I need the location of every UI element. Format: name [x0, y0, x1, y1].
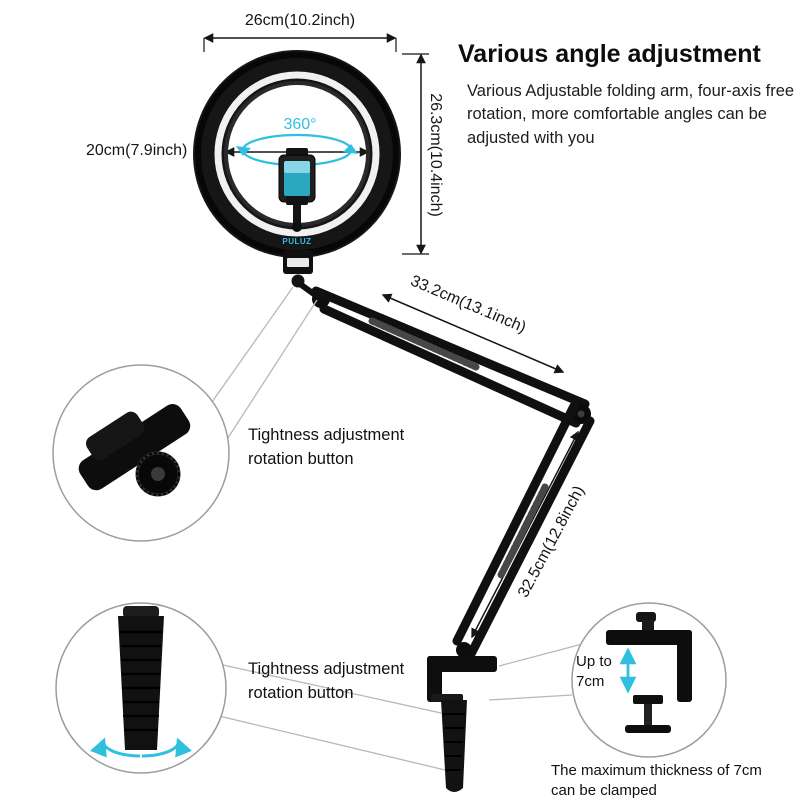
ring-mount	[283, 250, 320, 300]
clamp-screw-handle-icon	[625, 725, 671, 733]
lower-arm-bar-b	[466, 416, 595, 659]
handle-callout-label: Tightness adjustment rotation button	[248, 660, 405, 702]
clamp-top-plate-icon	[606, 630, 692, 645]
lower-arm-spring	[496, 483, 549, 581]
section-title: Various angle adjustment	[458, 40, 761, 68]
upper-arm-spring	[368, 317, 480, 371]
phone-clamp-bottom	[286, 196, 308, 205]
arm-bottom-swivel	[456, 642, 472, 658]
clamp-range-label: Up to 7cm	[576, 653, 612, 690]
upper-knob-callout-label: Tightness adjustment rotation button	[248, 426, 405, 468]
mount-sticker	[287, 258, 309, 267]
rotate-arrow-left-icon	[90, 737, 141, 758]
callout-upper-knob	[52, 364, 230, 542]
callout-connectors	[211, 286, 587, 771]
inner-diameter-label: 20cm(7.9inch)	[86, 142, 188, 159]
upper-arm-dim-line	[381, 293, 565, 374]
rotation-arrow-left-icon	[236, 146, 251, 156]
articulated-arm	[311, 286, 595, 659]
rotate-arrow-right-icon	[141, 737, 192, 758]
table-clamp	[427, 656, 497, 792]
rotation-arrow-right-icon	[343, 144, 358, 154]
ring-height-label: 26.3cm(10.4inch)	[427, 93, 444, 217]
section-description: Various Adjustable folding arm, four-axi…	[467, 82, 795, 147]
brand-label: PULUZ	[282, 237, 312, 246]
upper-arm-bar-a	[311, 286, 590, 409]
clamp-pad-icon	[633, 695, 663, 704]
rotation-360-label: 360°	[283, 116, 317, 133]
upper-arm-bar-b	[319, 304, 581, 428]
callout-clamp	[571, 602, 727, 758]
callout-grip-handle	[55, 602, 227, 774]
outer-diameter-label: 26cm(10.2inch)	[244, 12, 356, 29]
phone-holder	[278, 148, 316, 232]
clamp-note: The maximum thickness of 7cm can be clam…	[551, 762, 762, 799]
lower-arm-bar-a	[452, 401, 579, 646]
